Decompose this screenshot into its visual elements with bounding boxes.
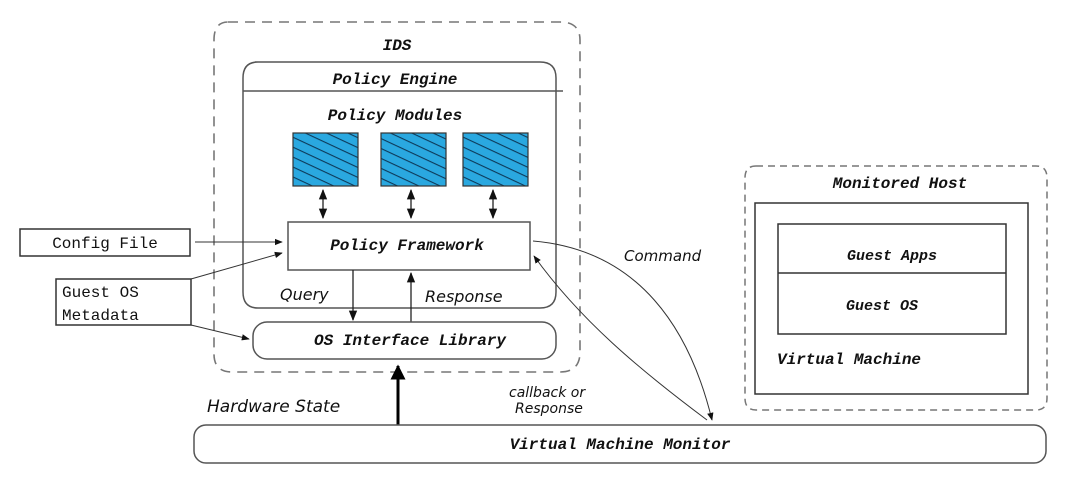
command-label: Command <box>624 247 702 265</box>
config-file-label: Config File <box>52 235 158 253</box>
os-interface-label: OS Interface Library <box>314 332 507 350</box>
vmm-label: Virtual Machine Monitor <box>510 436 731 454</box>
monitored-host: Monitored Host Guest Apps Guest OS Virtu… <box>744 165 1048 411</box>
monitored-host-title: Monitored Host <box>832 175 967 193</box>
policy-framework-label: Policy Framework <box>330 237 484 255</box>
guest-os-metadata: Guest OS Metadata <box>55 278 192 326</box>
response-label: Response <box>425 287 503 306</box>
guest-os-metadata-line1: Guest OS <box>62 284 139 302</box>
hardware-state-label: Hardware State <box>207 397 340 417</box>
guest-apps-label: Guest Apps <box>847 248 937 265</box>
policy-module-2 <box>380 132 447 187</box>
metadata-to-os-interface-arrow <box>190 324 250 341</box>
guest-os-metadata-line2: Metadata <box>62 307 139 325</box>
callback-arrow <box>533 255 708 421</box>
os-interface-library: OS Interface Library <box>252 321 557 360</box>
config-file: Config File <box>19 228 191 257</box>
policy-module-1 <box>292 132 359 187</box>
guest-stack-box <box>777 223 1007 335</box>
policy-framework-box <box>287 221 531 271</box>
policy-module-3 <box>462 132 529 187</box>
callback-label-line2: Response <box>515 401 583 417</box>
ids-title: IDS <box>383 37 412 55</box>
metadata-to-framework-arrow <box>190 251 283 280</box>
query-label: Query <box>280 285 329 304</box>
policy-engine-title: Policy Engine <box>333 71 458 89</box>
guest-os-label: Guest OS <box>846 298 918 315</box>
policy-engine: Policy Engine Policy Modules Policy Fram… <box>242 61 563 322</box>
policy-modules-title: Policy Modules <box>328 107 462 125</box>
callback-label-line1: callback or <box>509 385 586 401</box>
command-arrow <box>532 240 714 421</box>
virtual-machine-monitor: Virtual Machine Monitor <box>193 424 1047 464</box>
ids-container: IDS <box>213 21 581 373</box>
virtual-machine-label: Virtual Machine <box>777 351 921 369</box>
